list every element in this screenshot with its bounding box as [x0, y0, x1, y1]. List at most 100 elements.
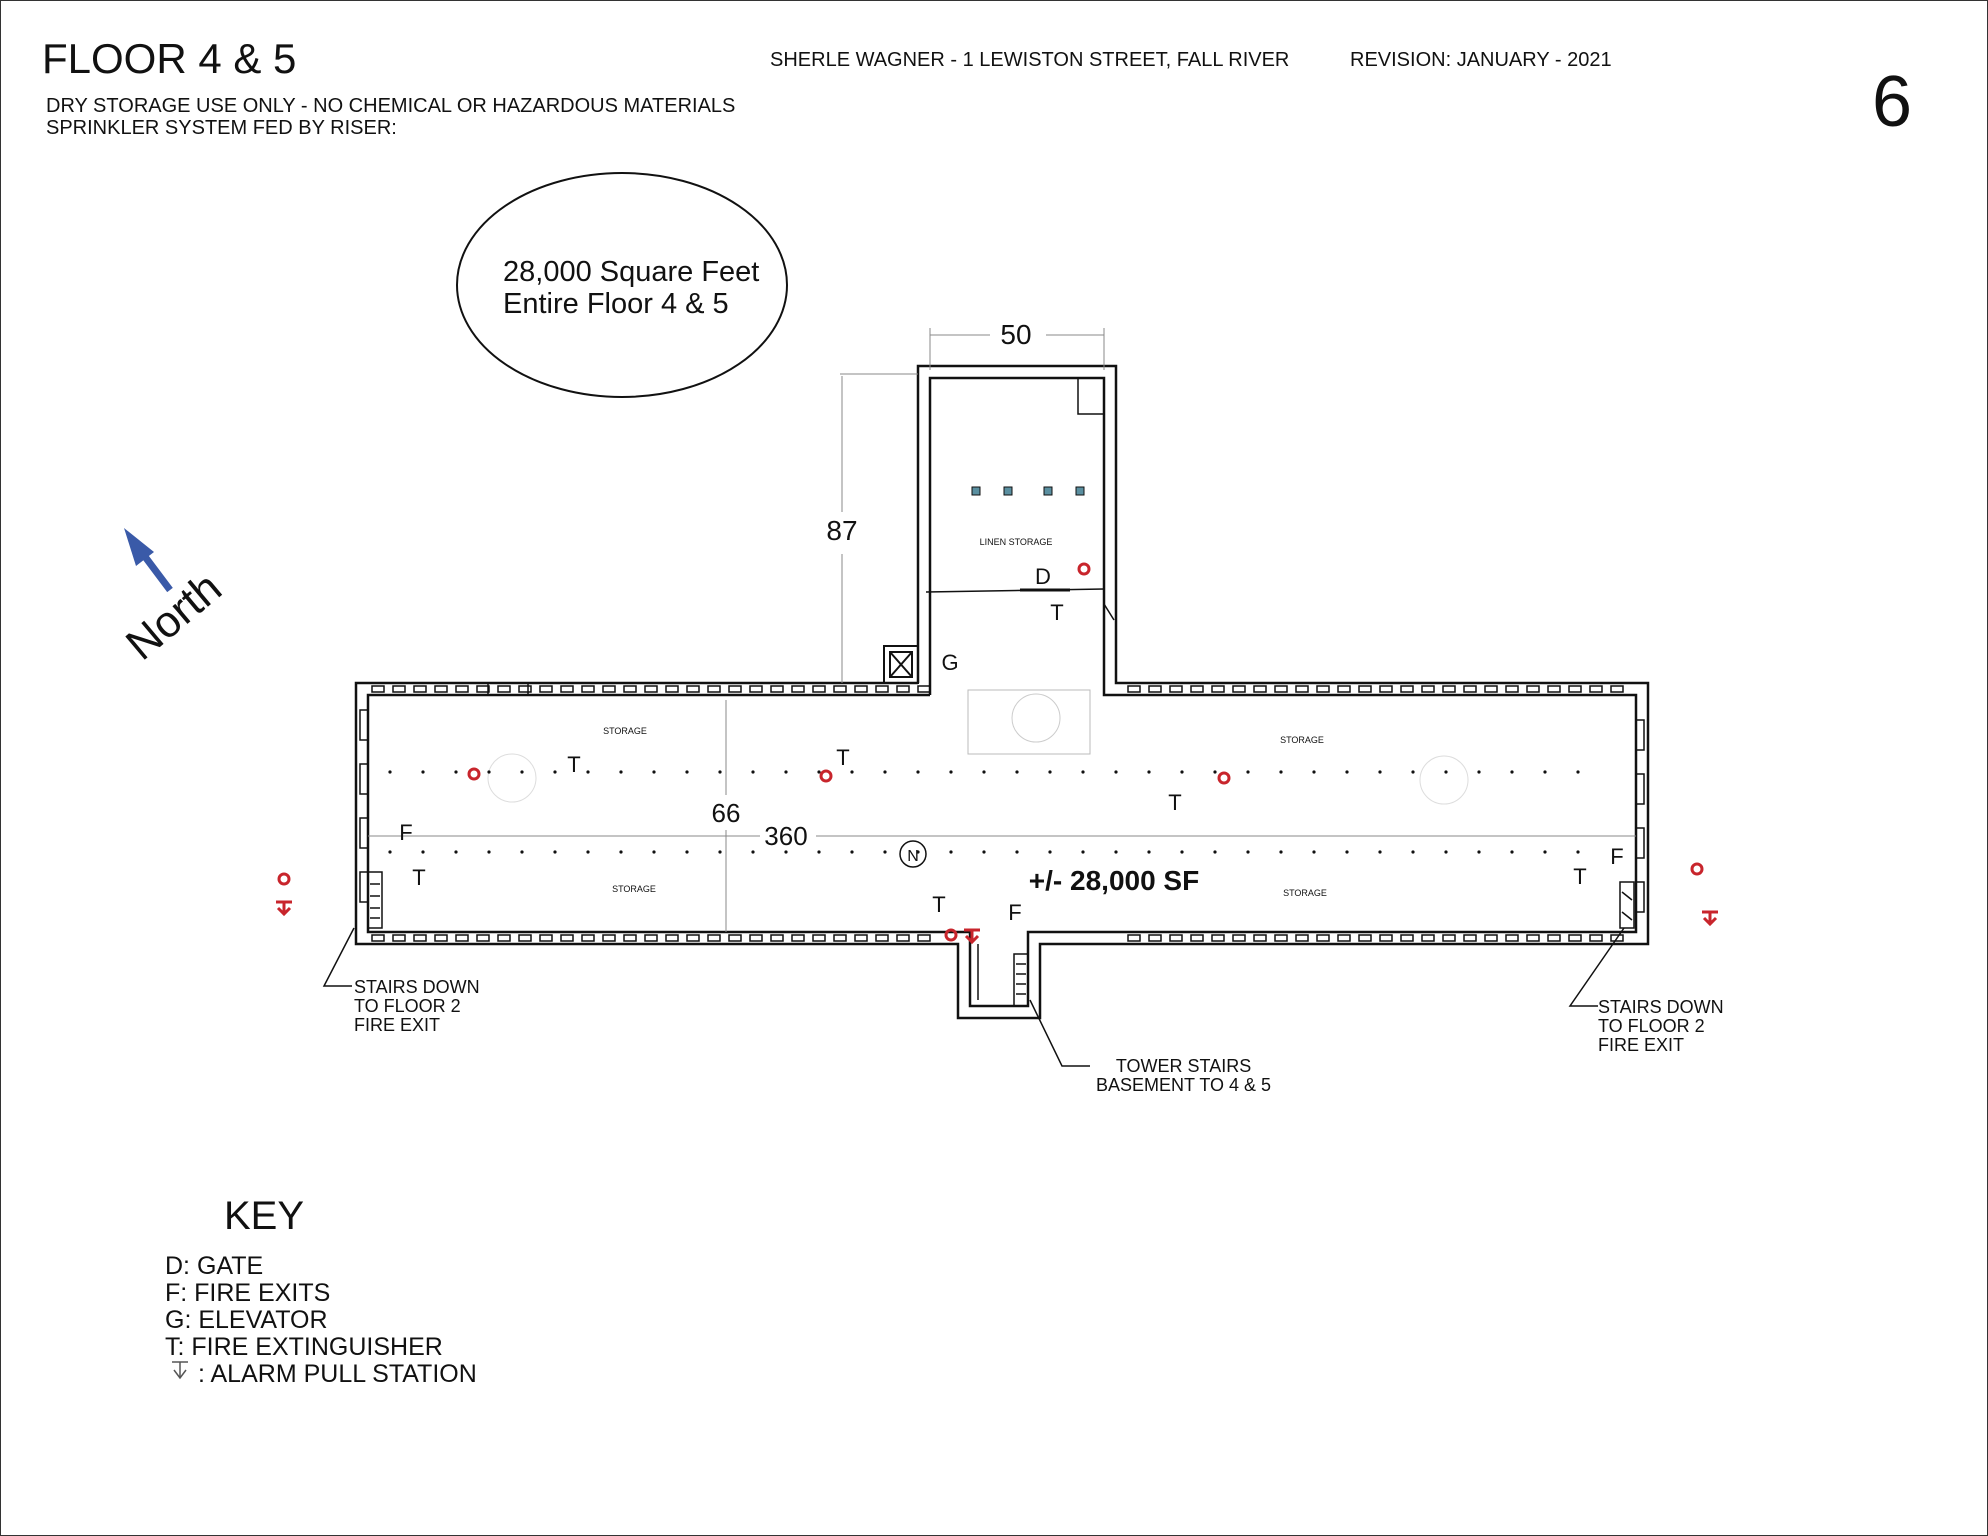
wall-pilaster	[602, 685, 616, 693]
sprinkler-head	[421, 770, 425, 774]
sprinkler-head	[883, 850, 887, 854]
sprinkler-head	[487, 770, 491, 774]
sprinkler-head	[1048, 850, 1052, 854]
wall-pilaster	[455, 934, 469, 942]
wall-pilaster	[539, 934, 553, 942]
dim-floor-depth: 66	[712, 798, 741, 828]
wall-pilaster	[1547, 685, 1561, 693]
key-alarm-icon	[172, 1361, 188, 1380]
wall-pilaster	[791, 934, 805, 942]
dim-tower-width: 50	[1000, 319, 1031, 350]
sprinkler-head	[454, 850, 458, 854]
wall-pilaster	[413, 685, 427, 693]
sprinkler-head	[685, 770, 689, 774]
wall-pilaster	[644, 934, 658, 942]
wall-pilaster	[728, 685, 742, 693]
sprinkler-head	[1114, 770, 1118, 774]
elevator-icon	[883, 645, 919, 684]
wall-pilaster	[371, 685, 385, 693]
storage-note: DRY STORAGE USE ONLY - NO CHEMICAL OR HA…	[46, 95, 736, 117]
sprinkler-head	[388, 770, 392, 774]
fire-exit-marker: F	[1610, 844, 1623, 869]
wall-pilaster	[434, 934, 448, 942]
wall-pilaster	[1526, 934, 1540, 942]
sprinkler-head	[949, 770, 953, 774]
sprinkler-head	[619, 850, 623, 854]
wall-pilaster	[1190, 934, 1204, 942]
wall-pilaster	[1379, 685, 1393, 693]
callout-leaders	[322, 927, 1625, 1067]
sprinkler-head	[1444, 850, 1448, 854]
sprinkler-head	[619, 770, 623, 774]
sprinkler-head	[1411, 850, 1415, 854]
fire-exit-marker: F	[1008, 900, 1021, 925]
sprinkler-head	[553, 850, 557, 854]
extinguisher-marker: T	[932, 892, 945, 917]
wall-pilaster	[728, 934, 742, 942]
sprinkler-head	[817, 770, 821, 774]
sprinkler-head	[982, 850, 986, 854]
sprinkler-head	[784, 770, 788, 774]
wall-pilaster	[1568, 685, 1582, 693]
wall-pilaster	[770, 685, 784, 693]
wall-pilaster	[1295, 934, 1309, 942]
wall-pilaster	[833, 934, 847, 942]
wall-pilaster	[854, 685, 868, 693]
riser-letter: N	[907, 848, 919, 865]
sprinkler-head	[1180, 850, 1184, 854]
sprinkler-head	[1378, 850, 1382, 854]
sprinkler-head	[1345, 850, 1349, 854]
wall-pilaster	[1169, 685, 1183, 693]
wall-pilaster	[1484, 685, 1498, 693]
sprinkler-head	[1444, 770, 1448, 774]
sprinkler-head	[916, 850, 920, 854]
extinguisher-marker: T	[567, 752, 580, 777]
sprinkler-head	[850, 850, 854, 854]
sprinkler-head	[1213, 850, 1217, 854]
extinguisher-marker: T	[412, 865, 425, 890]
extinguisher-marker: T	[836, 745, 849, 770]
wall-pilaster	[1463, 685, 1477, 693]
wall-pilaster	[1505, 685, 1519, 693]
wall-pilaster	[413, 934, 427, 942]
extinguisher-marker: T	[1050, 600, 1063, 625]
wall-pilaster	[1274, 934, 1288, 942]
wall-pilaster	[665, 685, 679, 693]
wall-pilaster	[770, 934, 784, 942]
wall-pilaster	[455, 685, 469, 693]
wall-pilaster	[1148, 934, 1162, 942]
wall-pilaster	[371, 934, 385, 942]
wall-pilaster	[1547, 934, 1561, 942]
sprinkler-head	[1279, 850, 1283, 854]
sprinkler-head	[1477, 770, 1481, 774]
wall-pilaster	[686, 934, 700, 942]
sprinkler-head	[718, 850, 722, 854]
sprinkler-head	[949, 850, 953, 854]
wall-pilaster	[1505, 934, 1519, 942]
sprinkler-head	[1246, 850, 1250, 854]
area-bubble-line1: 28,000 Square Feet	[503, 256, 760, 288]
wall-pilaster	[476, 685, 490, 693]
wall-pilaster	[476, 934, 490, 942]
wall-pilaster	[896, 934, 910, 942]
wall-pilaster	[1316, 685, 1330, 693]
sprinkler-note: SPRINKLER SYSTEM FED BY RISER:	[46, 117, 397, 139]
sprinkler-head	[982, 770, 986, 774]
wall-pilaster	[812, 685, 826, 693]
linen-storage-label: LINEN STORAGE	[980, 537, 1053, 547]
wall-pilaster	[686, 685, 700, 693]
sprinkler-head	[916, 770, 920, 774]
building-walls	[354, 364, 1650, 1020]
fire-exit-marker: F	[399, 820, 412, 845]
wall-pilaster	[791, 685, 805, 693]
wall-pilaster	[1253, 685, 1267, 693]
sprinkler-head	[883, 770, 887, 774]
sprinkler-lines	[388, 770, 1580, 854]
wall-pilaster	[1463, 934, 1477, 942]
callout-tower-stairs: TOWER STAIRS BASEMENT TO 4 & 5	[1096, 1056, 1272, 1095]
wall-pilaster	[1610, 685, 1624, 693]
project-header: SHERLE WAGNER - 1 LEWISTON STREET, FALL …	[770, 49, 1290, 71]
sprinkler-head	[1048, 770, 1052, 774]
sprinkler-head	[1213, 770, 1217, 774]
wall-pilaster	[1337, 685, 1351, 693]
